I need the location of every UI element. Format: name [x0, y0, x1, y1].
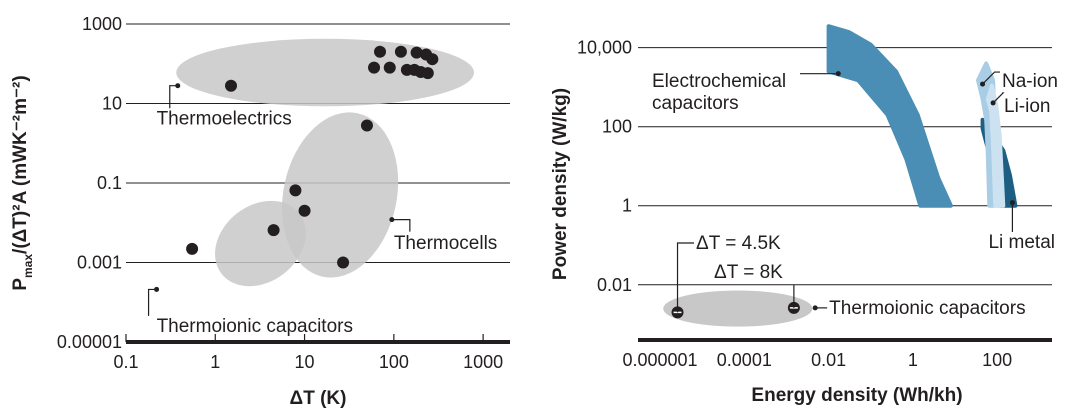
x-tick-1: 1: [210, 352, 220, 372]
right-x-axis-title: Energy density (Wh/kh): [751, 385, 962, 406]
y-tick-10: 10: [102, 93, 122, 113]
y-tick-0-1: 0.1: [97, 173, 122, 193]
label-li-metal: Li metal: [988, 232, 1055, 253]
y-tick-0-001: 0.001: [77, 252, 122, 272]
x-tick-10: 10: [295, 352, 315, 372]
x-tick-r-0-0001: 0.0001: [717, 350, 772, 370]
label-thermoelectrics: Thermoelectrics: [157, 108, 292, 129]
label-thermoionic-capacitors: Thermoionic capacitors: [157, 316, 353, 337]
point-thermoelectrics-0: [225, 79, 238, 92]
point-thermocells-2: [337, 256, 350, 269]
leader-line-thermocells: [391, 218, 411, 232]
left-x-tick-labels: 0.1 1 10 100 1000: [113, 352, 503, 372]
x-tick-r-0-01: 0.01: [811, 350, 846, 370]
y-tick-r-100: 100: [602, 117, 632, 137]
left-group-ellipses: [176, 38, 475, 287]
point-thermoelectrics-2: [394, 45, 407, 58]
right-y-tick-labels: 0.01 1 100 10,000: [577, 38, 632, 295]
left-x-axis-title: ΔT (K): [290, 388, 347, 409]
point-thermoelectrics-3: [410, 46, 423, 59]
region-li-ion: [985, 83, 1006, 208]
leader-line-li-ion: [992, 92, 1005, 104]
point-thermocells-0: [360, 119, 373, 132]
label-li-ion: Li-ion: [1004, 96, 1050, 117]
left-y-axis-title: Pmax/(ΔT)²A (mWK⁻²m⁻²): [10, 75, 35, 290]
ellipse-thermoionic-capacitors: [215, 200, 306, 287]
point-thermoelectrics-5: [426, 53, 439, 66]
marker-label-1: ΔT = 4.5K: [696, 233, 781, 254]
point-thermocells-1: [298, 204, 311, 217]
point-thermoionic-capacitors-0: [186, 242, 199, 255]
x-tick-1000: 1000: [463, 352, 503, 372]
y-tick-0-00001: 0.00001: [57, 332, 122, 352]
point-thermoionic-capacitors-1: [267, 224, 280, 237]
leader-line-marker-1: [676, 242, 694, 313]
marker-label-2: ΔT = 8K: [714, 262, 783, 283]
label-na-ion: Na-ion: [1002, 71, 1058, 92]
left-leader-lines: [147, 83, 411, 316]
leader-line-thermoelectrics: [169, 85, 178, 109]
point-thermoelectrics-6: [368, 61, 381, 74]
region-thermoionic-capacitors: [663, 290, 813, 327]
left-y-title-p: P: [10, 278, 31, 291]
left-y-title-sub: max: [21, 254, 35, 278]
x-tick-r-1: 1: [908, 350, 918, 370]
x-tick-100: 100: [379, 352, 409, 372]
label-thermocells: Thermocells: [394, 233, 497, 254]
right-regions: [663, 24, 1018, 327]
label-electrochemical-capacitors-line-1: capacitors: [652, 93, 739, 114]
left-data-points: [186, 45, 439, 269]
right-x-tick-labels: 0.000001 0.0001 0.01 1 100: [622, 350, 1012, 370]
label-thermoionic-capacitors: Thermoionic capacitors: [829, 298, 1025, 319]
leader-line-thermoionic-capacitors: [147, 288, 157, 316]
left-y-tick-labels: 0.00001 0.001 0.1 10 1000: [57, 14, 122, 352]
point-thermoelectrics-11: [421, 67, 434, 80]
y-tick-r-0-01: 0.01: [597, 275, 632, 295]
left-x-axis: [125, 334, 510, 344]
y-tick-r-1: 1: [622, 196, 632, 216]
x-tick-0-1: 0.1: [113, 352, 138, 372]
right-leader-lines: [676, 71, 1015, 313]
point-thermoionic-capacitors-2: [289, 184, 302, 197]
leader-line-na-ion: [982, 71, 1000, 85]
x-tick-r-100: 100: [982, 350, 1012, 370]
y-tick-1000: 1000: [82, 14, 122, 34]
ellipse-thermocells: [282, 112, 399, 278]
x-tick-r-0-000001: 0.000001: [622, 350, 697, 370]
right-gridlines: [638, 47, 1052, 286]
region-electrochemical-capacitors: [826, 24, 953, 208]
point-thermoelectrics-7: [383, 61, 396, 74]
label-electrochemical-capacitors-line-0: Electrochemical: [652, 71, 786, 92]
right-y-axis-title: Power density (W/kg): [550, 88, 571, 280]
left-y-title-rest: /(ΔT)²A (mWK⁻²m⁻²): [10, 75, 31, 254]
point-thermoelectrics-1: [374, 45, 387, 58]
y-tick-r-10-000: 10,000: [577, 38, 632, 58]
